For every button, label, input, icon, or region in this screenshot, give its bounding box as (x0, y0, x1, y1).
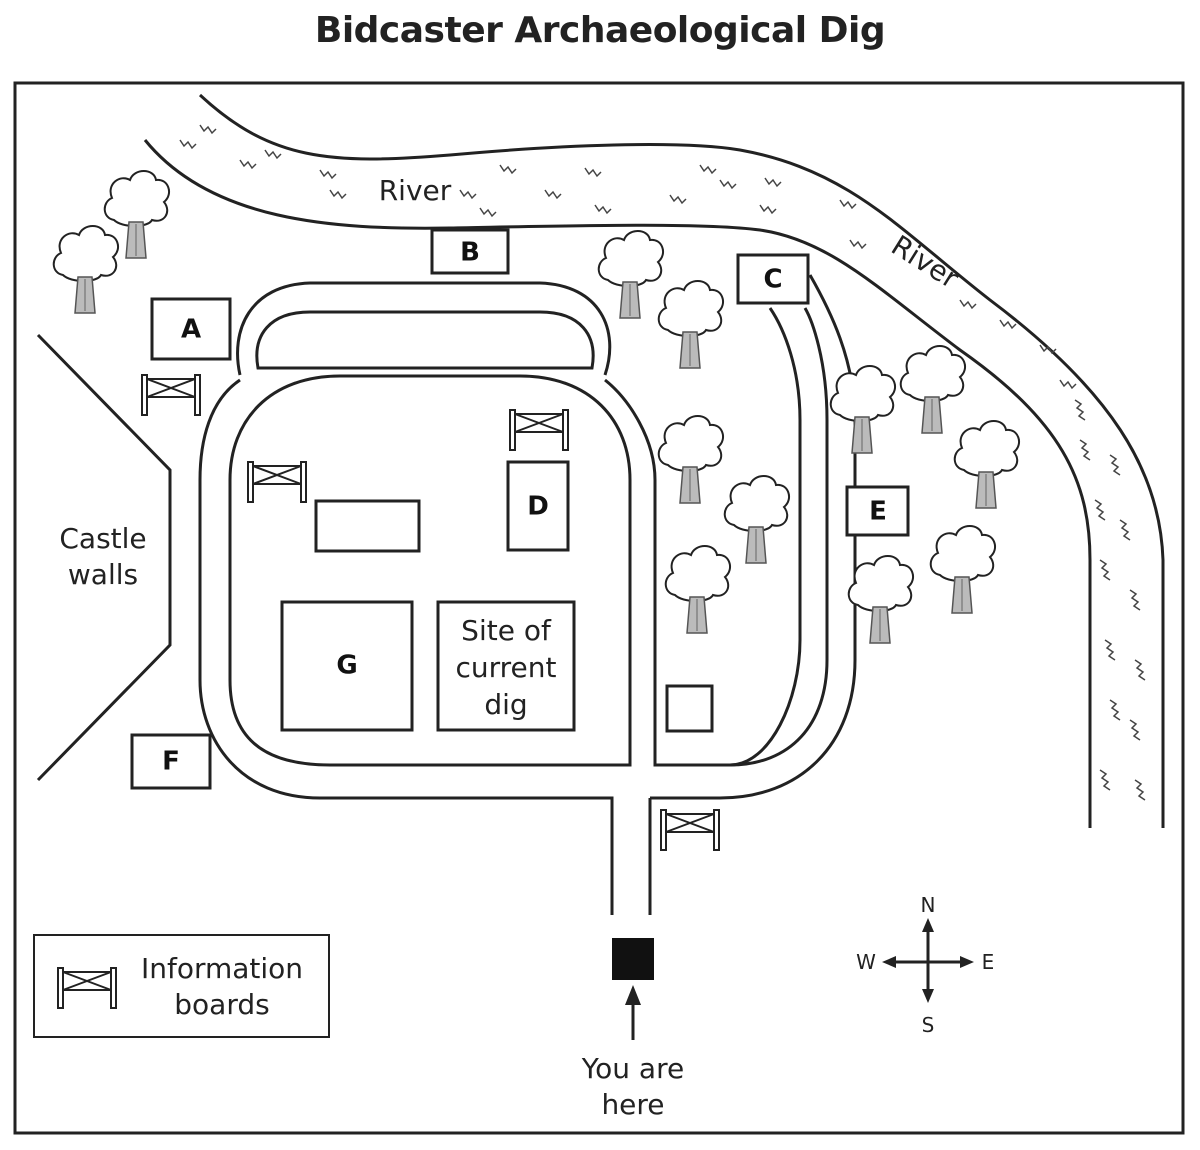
location-F[interactable]: F (130, 733, 212, 790)
current-dig-site[interactable]: Site of current dig (436, 600, 576, 732)
svg-text:dig: dig (484, 688, 527, 721)
castle-walls: Castle walls (36, 333, 172, 782)
legend-label-line1: Information (141, 952, 303, 985)
castle-walls-label-line1: Castle (59, 522, 146, 555)
location-E[interactable]: E (845, 485, 910, 537)
compass-south: S (922, 1013, 935, 1037)
location-G[interactable]: G (280, 600, 414, 732)
svg-text:current: current (455, 651, 556, 684)
svg-text:Site of: Site of (461, 614, 552, 647)
unlabeled-small-building (665, 684, 714, 733)
castle-walls-label-line2: walls (68, 558, 138, 591)
tree-icon (847, 555, 915, 644)
location-A[interactable]: A (150, 297, 232, 361)
you-are-here-label-line1: You are (581, 1052, 684, 1085)
compass-east: E (982, 950, 995, 974)
river-label-east: River (886, 229, 965, 296)
location-D[interactable]: D (506, 460, 570, 552)
location-C[interactable]: C (736, 253, 810, 305)
information-board-icon (141, 374, 201, 416)
tree-icon (657, 415, 725, 504)
tree-icon (657, 280, 725, 369)
you-are-here-label-line2: here (601, 1088, 664, 1121)
map-title: Bidcaster Archaeological Dig (314, 10, 886, 51)
tree-icon (829, 365, 897, 454)
svg-text:D: D (527, 492, 549, 522)
tree-icon (664, 545, 732, 634)
location-B[interactable]: B (430, 228, 510, 275)
legend: Information boards (33, 934, 330, 1038)
tree-icon (723, 475, 791, 564)
information-board-icon (247, 461, 307, 503)
svg-text:A: A (181, 315, 201, 345)
tree-icon (597, 230, 665, 319)
tree-icon (929, 525, 997, 614)
map-frame (13, 81, 1185, 1135)
svg-text:C: C (763, 265, 782, 295)
compass-north: N (921, 893, 936, 917)
legend-label-line2: boards (174, 988, 269, 1021)
unlabeled-building (314, 499, 421, 553)
information-board-icon (660, 809, 720, 851)
svg-text:G: G (336, 651, 357, 681)
tree-icon (899, 345, 967, 434)
svg-text:B: B (460, 238, 480, 268)
tree-icon (52, 225, 120, 314)
paths (198, 274, 857, 915)
tree-icon (953, 420, 1021, 509)
you-are-here-marker: You are here (581, 938, 684, 1121)
svg-text:F: F (162, 747, 180, 777)
svg-text:E: E (869, 497, 887, 527)
river-label: River (379, 174, 452, 207)
compass-west: W (856, 950, 876, 974)
compass-rose: N S W E (856, 893, 994, 1037)
information-board-icon (509, 409, 569, 451)
